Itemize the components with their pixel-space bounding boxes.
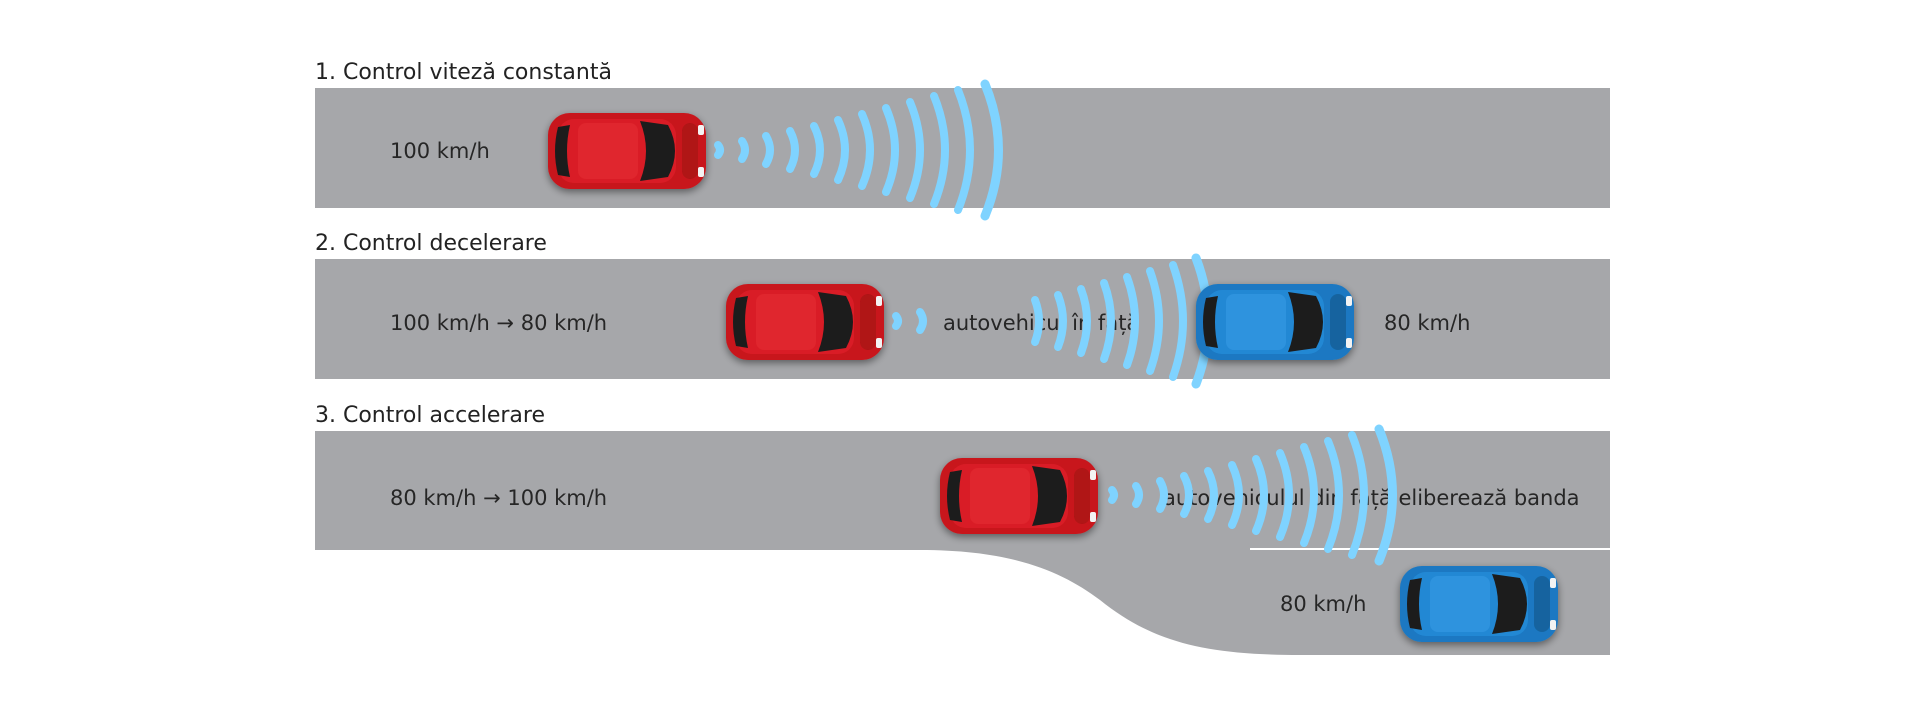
section-1-radar-wave-icon	[714, 79, 1003, 221]
lane-2	[315, 259, 1610, 379]
section-2-lead-speed: 80 km/h	[1384, 311, 1471, 335]
section-2-speed: 100 km/h → 80 km/h	[390, 311, 608, 335]
section-3-lead-speed: 80 km/h	[1280, 592, 1367, 616]
section-1-title: 1. Control viteză constantă	[315, 60, 612, 85]
section-3-red-car-icon	[940, 458, 1098, 534]
section-3-title: 3. Control accelerare	[315, 403, 545, 428]
section-2-blue-car-icon	[1196, 284, 1354, 360]
section-1-speed: 100 km/h	[390, 139, 490, 163]
section-3-blue-car-icon	[1400, 566, 1558, 642]
section-1-red-car-icon	[548, 113, 706, 189]
section-2-title: 2. Control decelerare	[315, 231, 547, 256]
section-3-note: autovehiculul din față eliberează banda	[1163, 486, 1580, 510]
section-2-red-car-icon	[726, 284, 884, 360]
section-3-radar-wave-icon	[1108, 424, 1397, 566]
section-3-speed: 80 km/h → 100 km/h	[390, 486, 608, 510]
section-2-radar-wave-icon	[892, 253, 1213, 389]
